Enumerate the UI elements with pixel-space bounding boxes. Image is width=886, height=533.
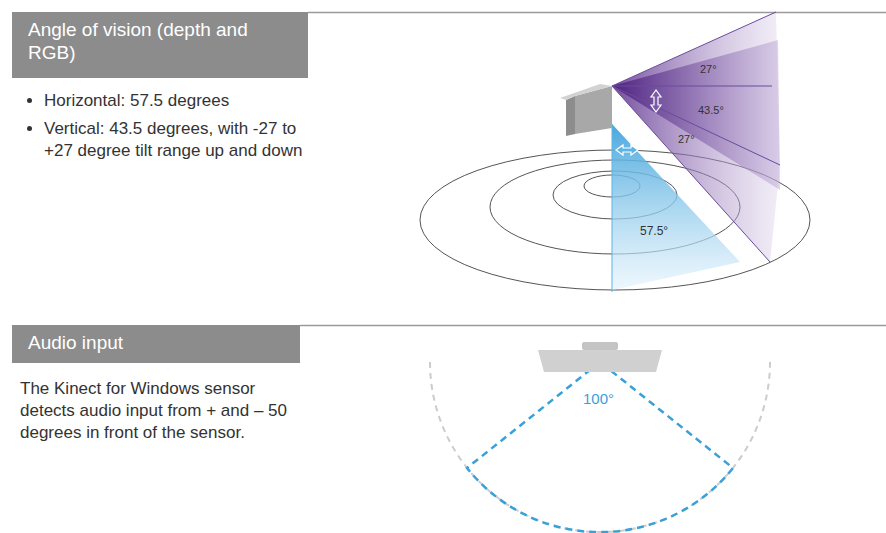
vertical-fov-wedge: [612, 40, 780, 190]
wedge-edge: [612, 86, 780, 165]
bullet-item: Vertical: 43.5 degrees, with -27 to +27 …: [44, 118, 314, 162]
section-rule: [300, 325, 886, 327]
audio-wedge: [467, 362, 733, 532]
sensor-stand: [582, 342, 618, 350]
bullet-item: Horizontal: 57.5 degrees: [44, 90, 314, 112]
wedge-edge: [612, 12, 776, 86]
vertical-tilt-fan: [612, 12, 780, 262]
angle-label: 43.5°: [698, 103, 742, 117]
angle-label: 27°: [678, 132, 718, 146]
section-header: Audio input: [12, 325, 300, 363]
sensor-bar: [538, 350, 662, 372]
header-text: Angle of vision (depth and RGB): [28, 19, 260, 65]
sensor-top: [560, 84, 612, 100]
angle-label: 100°: [583, 389, 633, 409]
pan-arrow: [616, 145, 638, 155]
wedge-edge: [612, 124, 613, 292]
audio-range-arc: [430, 362, 770, 532]
sensor-side: [566, 96, 575, 136]
wedge-edge: [612, 86, 772, 87]
section-header: Angle of vision (depth and RGB): [12, 12, 308, 78]
section-rule: [308, 12, 886, 14]
wedge-edge: [612, 86, 770, 262]
angle-label: 27°: [700, 62, 740, 76]
tilt-arrow: [651, 90, 661, 112]
body-text: The Kinect for Windows sensor detects au…: [20, 378, 288, 444]
header-text: Audio input: [28, 332, 278, 355]
angle-label: 57.5°: [640, 224, 686, 240]
